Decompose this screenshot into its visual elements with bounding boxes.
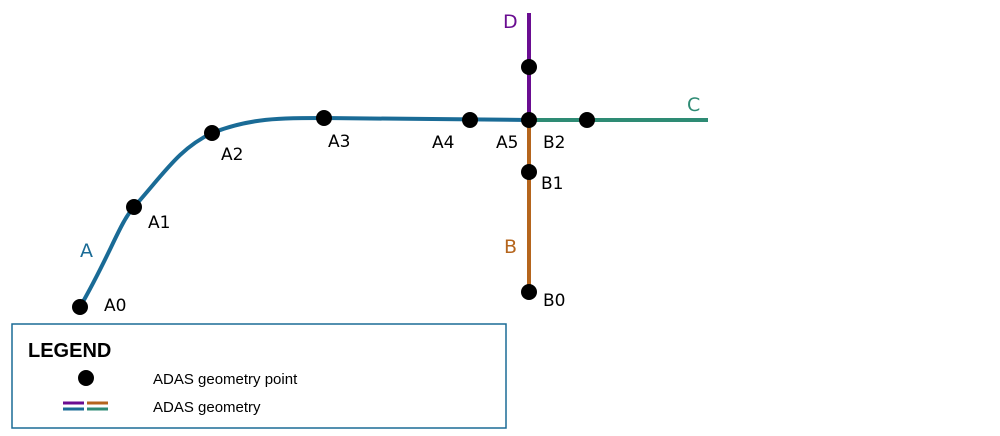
road-b-label: B	[504, 236, 517, 258]
point-d1	[521, 59, 537, 75]
point-a2	[204, 125, 220, 141]
point-c1	[579, 112, 595, 128]
label-a1: A1	[148, 213, 170, 233]
road-a-line	[78, 115, 531, 309]
point-a0	[72, 299, 88, 315]
point-a5-b2	[521, 112, 537, 128]
label-a2: A2	[221, 145, 243, 165]
road-d-label: D	[503, 11, 518, 33]
road-c-label: C	[687, 94, 700, 116]
point-a4	[462, 112, 478, 128]
road-a-label: A	[80, 240, 93, 262]
legend-title: LEGEND	[28, 340, 111, 362]
label-b0: B0	[543, 291, 565, 311]
point-b1	[521, 164, 537, 180]
geometry-points	[72, 59, 595, 315]
legend: LEGEND ADAS geometry point ADAS geometry	[11, 323, 507, 429]
label-a4: A4	[432, 133, 454, 153]
legend-point-symbol	[78, 370, 94, 386]
label-a3: A3	[328, 132, 350, 152]
legend-border	[11, 323, 507, 429]
label-a5: A5	[496, 133, 518, 153]
label-b1: B1	[541, 174, 563, 194]
point-b0	[521, 284, 537, 300]
legend-line-symbol	[63, 401, 108, 411]
label-b2: B2	[543, 133, 565, 153]
legend-point-label: ADAS geometry point	[153, 371, 298, 388]
point-a3	[316, 110, 332, 126]
label-a0: A0	[104, 296, 126, 316]
legend-line-label: ADAS geometry	[153, 399, 261, 416]
point-a1	[126, 199, 142, 215]
